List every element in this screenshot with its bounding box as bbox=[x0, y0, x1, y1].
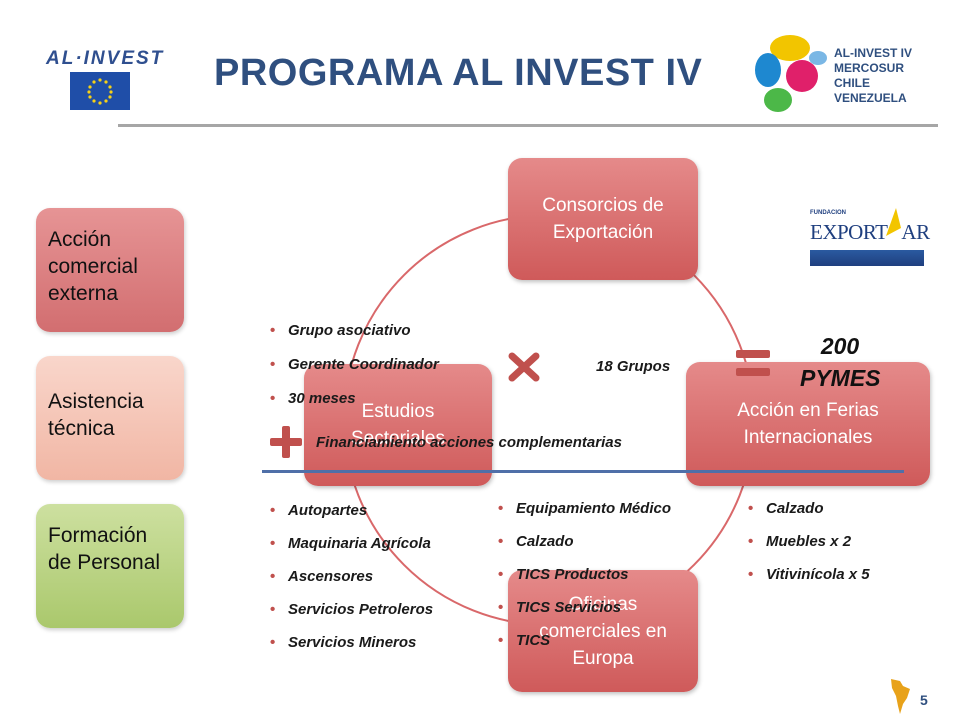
al-invest-logo-text: AL·INVEST bbox=[46, 48, 165, 69]
sidebar-item-accion-comercial: Acción comercial externa bbox=[36, 208, 184, 332]
exportar-logo-stripe bbox=[810, 250, 924, 266]
sidebar-item-asistencia-tecnica: Asistencia técnica bbox=[36, 356, 184, 480]
groups-count: 18 Grupos bbox=[596, 358, 671, 375]
list-item: Ascensores bbox=[270, 568, 433, 601]
plus-icon bbox=[270, 426, 302, 458]
list-item: 30 meses bbox=[270, 390, 439, 424]
financing-text: Financiamiento acciones complementarias bbox=[316, 434, 622, 451]
consortium-list: Grupo asociativo Gerente Coordinador 30 … bbox=[270, 322, 439, 424]
list-item: Grupo asociativo bbox=[270, 322, 439, 356]
sector-list-oficinas: Equipamiento Médico Calzado TICS Product… bbox=[498, 500, 671, 665]
exportar-flag-icon bbox=[886, 208, 901, 236]
al-invest-iv-logo: AL-INVEST IV MERCOSUR CHILE VENEZUELA bbox=[750, 28, 950, 118]
colored-dots-icon bbox=[755, 35, 827, 112]
section-divider bbox=[262, 470, 904, 473]
sector-list-estudios: Autopartes Maquinaria Agrícola Ascensore… bbox=[270, 502, 433, 667]
exportar-logo-export: EXPORT bbox=[810, 220, 888, 244]
list-item: Gerente Coordinador bbox=[270, 356, 439, 390]
list-item: TICS Servicios bbox=[498, 599, 671, 632]
list-item: TICS Productos bbox=[498, 566, 671, 599]
al-invest-logo: AL·INVEST bbox=[40, 48, 170, 112]
list-item: Equipamiento Médico bbox=[498, 500, 671, 533]
pymes-count: 200 PYMES bbox=[800, 333, 881, 391]
list-item: Calzado bbox=[748, 500, 870, 533]
multiply-icon bbox=[508, 352, 540, 382]
list-item: Vitivinícola x 5 bbox=[748, 566, 870, 599]
sector-list-ferias: Calzado Muebles x 2 Vitivinícola x 5 bbox=[748, 500, 870, 599]
title-divider bbox=[118, 124, 938, 127]
eu-flag-icon bbox=[70, 72, 130, 110]
node-ferias: Acción en Ferias Internacionales bbox=[686, 362, 930, 486]
exportar-logo-ar: AR bbox=[901, 220, 930, 244]
list-item: Muebles x 2 bbox=[748, 533, 870, 566]
list-item: Autopartes bbox=[270, 502, 433, 535]
list-item: Servicios Petroleros bbox=[270, 601, 433, 634]
logo-line-2: MERCOSUR bbox=[834, 61, 905, 75]
node-label: Consorcios de Exportación bbox=[542, 195, 664, 243]
exportar-logo: FUNDACION EXPORT AR bbox=[810, 206, 930, 268]
list-item: TICS bbox=[498, 632, 671, 665]
sidebar-item-label: Formación de Personal bbox=[48, 524, 161, 574]
list-item: Servicios Mineros bbox=[270, 634, 433, 667]
logo-line-4: VENEZUELA bbox=[834, 91, 907, 105]
latin-america-map-icon bbox=[891, 679, 910, 714]
sidebar-item-label: Asistencia técnica bbox=[48, 390, 144, 440]
exportar-logo-small: FUNDACION bbox=[810, 210, 846, 216]
sidebar-item-label: Acción comercial externa bbox=[48, 228, 138, 305]
page-number: 5 bbox=[920, 692, 928, 708]
sidebar-item-formacion-personal: Formación de Personal bbox=[36, 504, 184, 628]
list-item: Calzado bbox=[498, 533, 671, 566]
page-title: PROGRAMA AL INVEST IV bbox=[214, 52, 703, 94]
equals-icon bbox=[736, 350, 770, 376]
node-label: Acción en Ferias Internacionales bbox=[737, 400, 879, 448]
node-consorcios: Consorcios de Exportación bbox=[508, 158, 698, 280]
logo-line-3: CHILE bbox=[834, 76, 870, 90]
list-item: Maquinaria Agrícola bbox=[270, 535, 433, 568]
logo-line-1: AL-INVEST IV bbox=[834, 46, 913, 60]
